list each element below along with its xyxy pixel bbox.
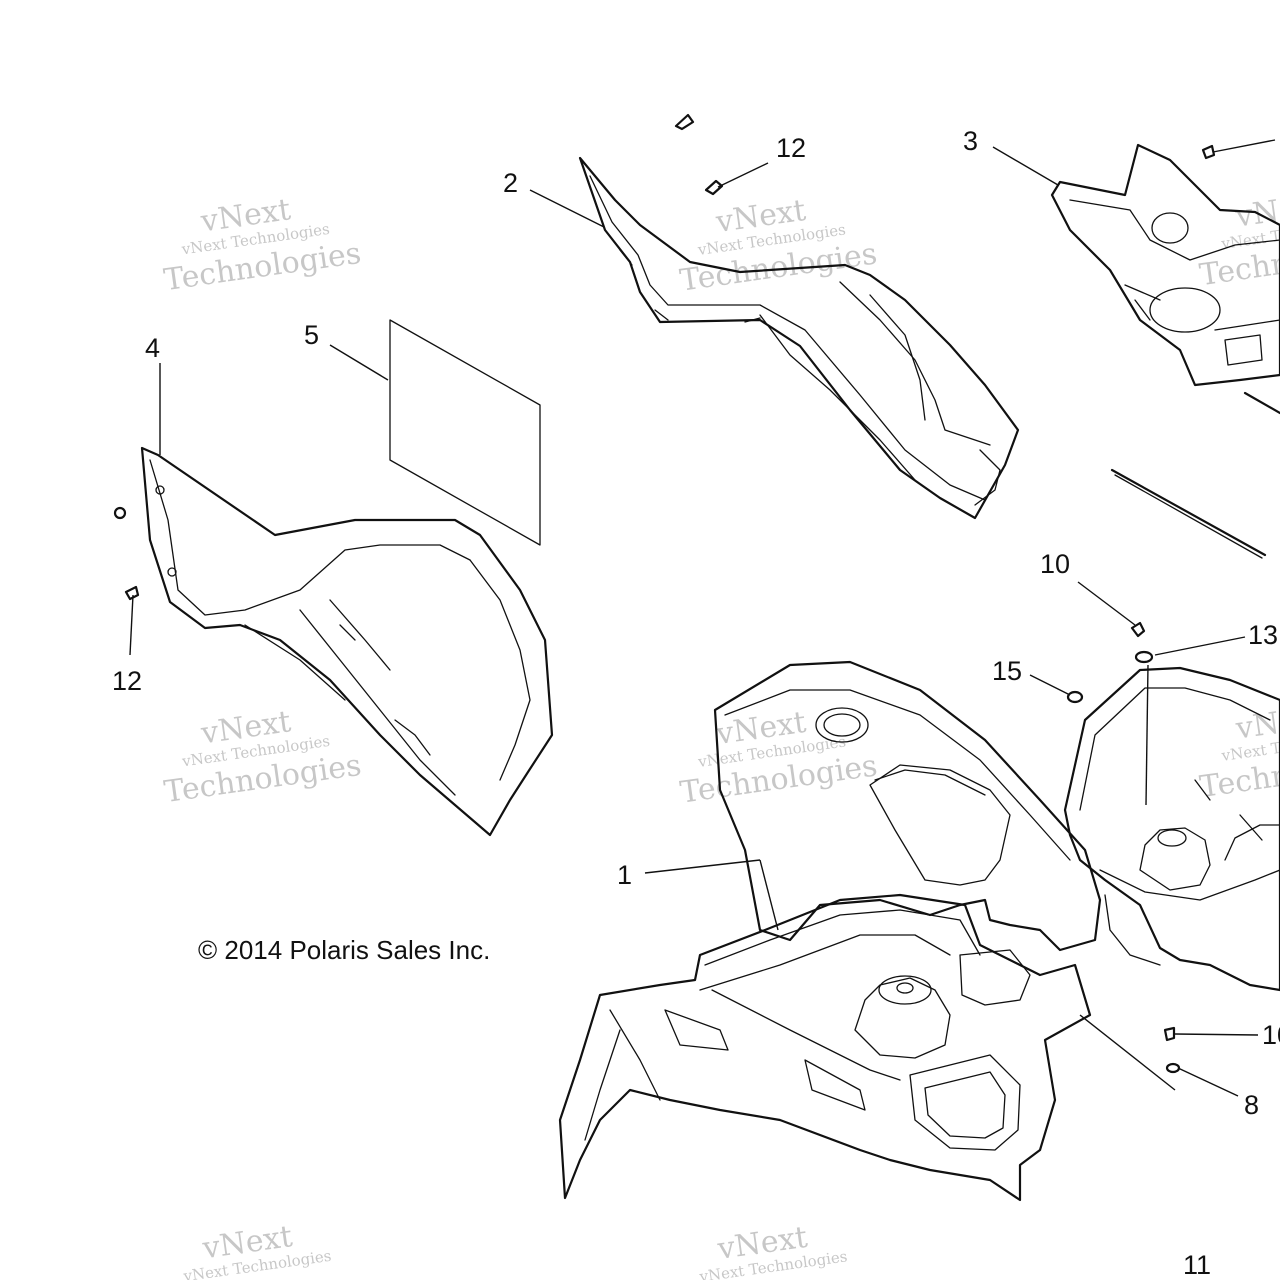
part-2-side-panel bbox=[578, 156, 1020, 520]
fastener-12-left-a bbox=[113, 506, 127, 520]
fastener-12-pin bbox=[704, 179, 724, 196]
watermark-top-left: vNext vNext Technologies Technologies bbox=[162, 192, 363, 298]
fastener-12-left-b bbox=[124, 585, 140, 601]
watermark-top-right: vNext vNext Technologies Technologies bbox=[1197, 187, 1280, 293]
callout-11: 11 bbox=[1183, 1250, 1211, 1280]
callout-15: 15 bbox=[992, 656, 1022, 686]
rod-short bbox=[1243, 391, 1280, 415]
fastener-3 bbox=[1201, 144, 1216, 160]
callout-12-left: 12 bbox=[112, 666, 142, 696]
watermark-mid-center: vNext vNext Technologies Technologies bbox=[678, 705, 879, 811]
callout-10: 10 bbox=[1040, 549, 1070, 579]
washer-8 bbox=[1165, 1062, 1181, 1074]
watermark-bottom-left: vNext vNext Technologies bbox=[181, 1219, 332, 1280]
fastener-12-top bbox=[674, 113, 695, 131]
callout-4: 4 bbox=[145, 333, 160, 363]
callout-8: 8 bbox=[1244, 1090, 1259, 1120]
callout-3: 3 bbox=[963, 126, 978, 156]
copyright-notice: © 2014 Polaris Sales Inc. bbox=[198, 935, 491, 965]
plug-15 bbox=[1066, 690, 1084, 704]
watermark-bottom-center: vNext vNext Technologies bbox=[697, 1220, 848, 1280]
fastener-10-lower bbox=[1163, 1026, 1176, 1042]
callout-12-top: 12 bbox=[776, 133, 806, 163]
callout-2: 2 bbox=[503, 168, 518, 198]
callout-10-lower: 10 bbox=[1262, 1020, 1280, 1050]
fastener-10 bbox=[1130, 621, 1146, 638]
part-4-side-panel bbox=[140, 446, 554, 837]
watermark-top-center: vNext vNext Technologies Technologies bbox=[678, 193, 879, 299]
washer-13 bbox=[1134, 650, 1154, 664]
watermark-mid-left: vNext vNext Technologies Technologies bbox=[162, 704, 363, 810]
watermark-mid-right: vNext vNext Technologies Technologies bbox=[1198, 699, 1280, 805]
part-5-decal bbox=[389, 319, 541, 546]
part-3-body bbox=[1050, 143, 1280, 387]
callout-13: 13 bbox=[1248, 620, 1278, 650]
callout-5: 5 bbox=[304, 320, 319, 350]
part-1-front-cab bbox=[558, 660, 1280, 1202]
rod-long bbox=[1110, 468, 1267, 557]
callout-1: 1 bbox=[617, 860, 632, 890]
